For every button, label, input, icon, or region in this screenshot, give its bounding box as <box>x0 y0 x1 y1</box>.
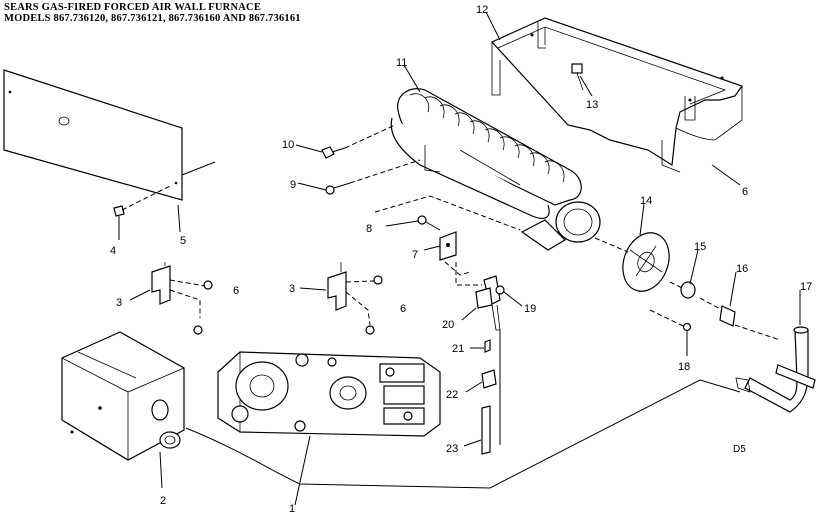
burner-plate <box>594 232 670 292</box>
callout-18: 18 <box>678 361 690 373</box>
callout-6-left: 6 <box>233 285 239 297</box>
gas-valve <box>217 351 441 506</box>
screw-6-left <box>169 279 213 335</box>
screw-10 <box>321 124 396 159</box>
union-fitting <box>699 297 736 327</box>
callout-6-middle: 6 <box>400 303 406 315</box>
model-numbers: MODELS 867.736120, 867.736121, 867.73616… <box>4 13 301 24</box>
pilot-fitting-22 <box>465 369 497 393</box>
connection-lines <box>185 379 741 489</box>
callout-19: 19 <box>524 303 536 315</box>
callout-12: 12 <box>476 4 488 16</box>
bracket-7 <box>439 231 471 276</box>
callout-1: 1 <box>289 503 295 515</box>
control-box <box>61 331 185 489</box>
callout-16: 16 <box>736 263 748 275</box>
callout-9: 9 <box>290 179 296 191</box>
callout-3-middle: 3 <box>289 283 295 295</box>
callout-20: 20 <box>442 319 454 331</box>
cabinet-frame <box>490 17 743 173</box>
callout-labels: 1 2 3 3 4 5 6 6 6 7 8 9 10 11 12 13 14 1… <box>110 4 812 515</box>
diagram-code: D5 <box>733 444 746 455</box>
heat-exchanger <box>390 88 601 251</box>
clip-part <box>571 63 584 91</box>
diagram-header: SEARS GAS-FIRED FORCED AIR WALL FURNACE … <box>4 2 424 24</box>
screw-4 <box>113 185 171 240</box>
callout-11: 11 <box>396 57 407 69</box>
callout-15: 15 <box>694 241 706 253</box>
callout-8: 8 <box>366 223 372 235</box>
callout-6-right: 6 <box>742 186 748 198</box>
callout-3-left: 3 <box>116 297 122 309</box>
diagram-title: SEARS GAS-FIRED FORCED AIR WALL FURNACE <box>4 2 262 13</box>
orifice-fitting <box>669 281 696 299</box>
callout-21: 21 <box>452 343 464 355</box>
callout-2: 2 <box>160 495 166 507</box>
callout-10: 10 <box>282 139 294 151</box>
front-panel <box>3 69 216 201</box>
screw-8 <box>374 195 521 231</box>
pilot-assembly <box>455 262 523 445</box>
bracket-3-left <box>129 262 201 318</box>
leader-lines <box>177 11 801 325</box>
pilot-fitting-21 <box>470 339 491 353</box>
screw-9 <box>325 159 421 195</box>
callout-5: 5 <box>180 235 186 247</box>
screw-18 <box>649 309 692 356</box>
callout-4: 4 <box>110 245 116 257</box>
callout-7: 7 <box>412 249 418 261</box>
callout-14: 14 <box>640 195 652 207</box>
pilot-tube <box>463 405 491 455</box>
gas-pipe <box>734 324 816 413</box>
bracket-3-middle <box>299 262 371 326</box>
callout-22: 22 <box>446 389 458 401</box>
screw-6-middle <box>345 275 383 335</box>
callout-23: 23 <box>446 443 458 455</box>
callout-13: 13 <box>586 99 598 111</box>
callout-17: 17 <box>800 281 812 293</box>
